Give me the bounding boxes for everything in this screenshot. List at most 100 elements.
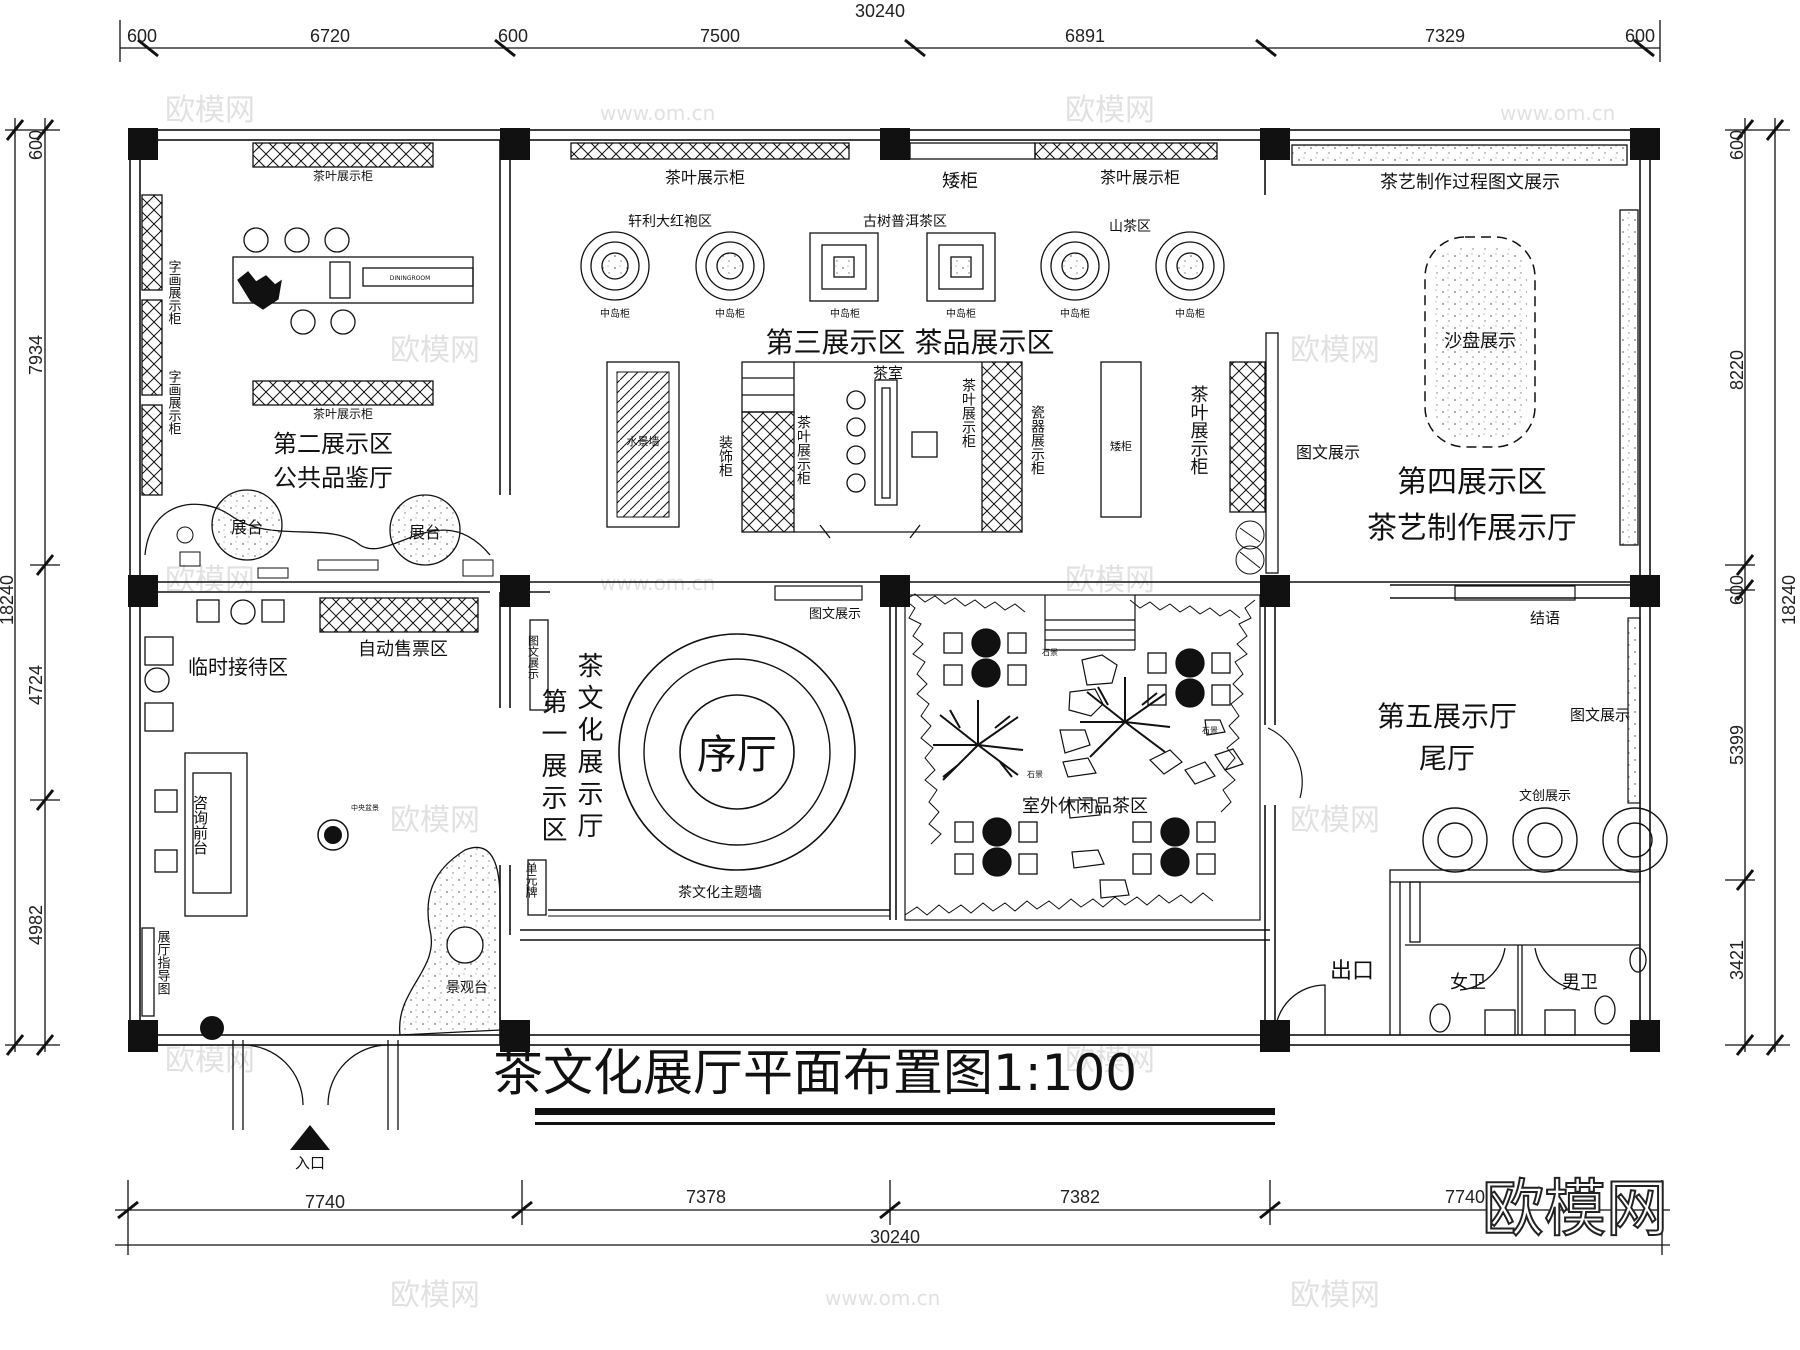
drawing-title-block: 茶文化展厅平面布置图1:100 bbox=[493, 1044, 1275, 1125]
sand-table bbox=[1433, 245, 1527, 439]
graphic-label: 图文展示 bbox=[1570, 706, 1630, 724]
hall4-subtitle: 茶艺制作展示厅 bbox=[1367, 511, 1577, 546]
garden-hedge bbox=[904, 593, 1256, 916]
porcelain-label: 瓷器展示柜 bbox=[1029, 405, 1045, 475]
trees bbox=[933, 677, 1171, 781]
hall4-title: 第四展示区 bbox=[1397, 465, 1547, 500]
dimension-bottom-labels: 7740 7378 7382 7740 30240 bbox=[305, 1187, 1485, 1247]
ticket-machines bbox=[319, 597, 479, 633]
stage-label: 展台 bbox=[231, 518, 263, 537]
unit-sign-label: 单元牌 bbox=[524, 862, 538, 898]
sand-table-label: 沙盘展示 bbox=[1444, 331, 1516, 352]
hall1-title: 茶文化展示厅 bbox=[573, 652, 603, 844]
watermark-text: 欧模网 bbox=[390, 333, 480, 368]
entrance-door bbox=[232, 1040, 399, 1130]
third-hall: 茶叶展示柜 矮柜 茶叶展示柜 轩利大红袍区 古树普洱茶区 山茶区 中岛柜 中岛柜… bbox=[570, 142, 1279, 575]
dim-top-seg: 600 bbox=[1625, 26, 1655, 46]
island-label: 中岛柜 bbox=[1060, 307, 1090, 320]
tea-cabinet-label: 茶叶展示柜 bbox=[1188, 385, 1209, 475]
zone-label: 古树普洱茶区 bbox=[863, 214, 947, 230]
rock-label: 石景 bbox=[1027, 770, 1043, 779]
title-underline bbox=[535, 1108, 1275, 1115]
hall5-subtitle: 尾厅 bbox=[1419, 742, 1475, 775]
conclusion-panel bbox=[1454, 585, 1576, 601]
low-cabinet bbox=[1100, 361, 1142, 518]
graphic-label: 图文展示 bbox=[527, 635, 540, 679]
zone-label: 轩利大红袍区 bbox=[628, 214, 712, 230]
dining-table bbox=[232, 227, 474, 335]
watermark-text: 欧模网 bbox=[165, 1043, 255, 1078]
restrooms bbox=[1389, 869, 1647, 1036]
guide-board bbox=[141, 927, 155, 1017]
reception-area: 自动售票区 临时接待区 图文展示 咨询前台 中央盆景 展厅指导图 景观台 单元牌… bbox=[141, 597, 549, 1172]
dim-top-seg: 600 bbox=[127, 26, 157, 46]
hall2-title: 第二展示区 bbox=[273, 430, 393, 458]
entrance-label: 入口 bbox=[295, 1154, 325, 1172]
tea-cabinet-label: 茶叶展示柜 bbox=[313, 406, 373, 421]
hall2-subtitle: 公共品鉴厅 bbox=[273, 464, 393, 492]
tea-display-cabinet bbox=[1229, 361, 1266, 513]
watermark-text: 欧模网 bbox=[165, 93, 255, 128]
dim-top-seg: 7329 bbox=[1425, 26, 1465, 46]
watermark-text: 欧模网 bbox=[1290, 1278, 1380, 1313]
water-label: 水景墙 bbox=[627, 434, 660, 448]
dining-label: DININGROOM bbox=[390, 275, 431, 282]
dim-right-seg: 600 bbox=[1727, 575, 1747, 605]
exit-label: 出口 bbox=[1330, 959, 1374, 984]
watermark-site: www.om.cn bbox=[600, 571, 715, 595]
tea-table-sets bbox=[943, 628, 1231, 877]
dim-bottom-seg: 7382 bbox=[1060, 1187, 1100, 1207]
dim-right-seg: 5399 bbox=[1727, 725, 1747, 765]
rock-label: 石景 bbox=[1042, 648, 1058, 657]
theme-wall-label: 茶文化主题墙 bbox=[678, 885, 762, 901]
island-label: 中岛柜 bbox=[715, 307, 745, 320]
watermark-text: 欧模网 bbox=[1290, 803, 1380, 838]
watermark-layer: 欧模网 www.om.cn 欧模网 www.om.cn 欧模网 欧模网 欧模网 … bbox=[165, 93, 1615, 1313]
foyer-ring-outer bbox=[618, 633, 856, 871]
watermark-text: 欧模网 bbox=[1065, 563, 1155, 598]
fourth-hall: 茶艺制作过程图文展示 沙盘展示 图文展示 第四展示区 茶艺制作展示厅 bbox=[1291, 144, 1639, 546]
guide-label: 展厅指导图 bbox=[155, 930, 171, 995]
display-stage bbox=[211, 489, 283, 561]
foyer-label: 序厅 bbox=[697, 732, 777, 778]
cultural-label: 文创展示 bbox=[1519, 789, 1571, 804]
dim-right-seg: 600 bbox=[1727, 130, 1747, 160]
info-desk bbox=[154, 752, 248, 917]
dimension-left bbox=[5, 118, 60, 1056]
dim-bottom-total: 30240 bbox=[870, 1227, 920, 1247]
graphic-label: 图文展示 bbox=[809, 607, 861, 622]
tea-cabinet-top bbox=[1034, 142, 1218, 160]
calligraphy-label: 字画展示柜 bbox=[166, 370, 182, 435]
tea-cabinet-top bbox=[252, 142, 434, 168]
dim-left-seg: 4724 bbox=[26, 665, 46, 705]
watermark-text: 欧模网 bbox=[390, 803, 480, 838]
plant bbox=[1235, 520, 1265, 575]
zone-label: 山茶区 bbox=[1109, 219, 1151, 235]
tea-cabinet-mid bbox=[252, 380, 434, 406]
watermark-text: 欧模网 bbox=[1290, 333, 1380, 368]
dimension-right bbox=[1725, 118, 1790, 1056]
dim-bottom-seg: 7740 bbox=[305, 1192, 345, 1212]
tea-cabinet-top bbox=[570, 142, 850, 160]
dim-top-seg: 6720 bbox=[310, 26, 350, 46]
garden-door bbox=[1267, 727, 1303, 799]
lounge-seats bbox=[144, 599, 285, 732]
outdoor-garden: 石景 石景 石景 室外休闲品茶区 bbox=[904, 593, 1303, 921]
dim-bottom-seg: 7740 bbox=[1445, 1187, 1485, 1207]
dim-bottom-seg: 7378 bbox=[686, 1187, 726, 1207]
dim-right-seg: 3421 bbox=[1727, 940, 1747, 980]
drawing-title: 茶文化展厅平面布置图1:100 bbox=[493, 1044, 1137, 1102]
dimension-top bbox=[119, 20, 1661, 62]
unit-sign bbox=[527, 859, 547, 916]
watermark-site: www.om.cn bbox=[1500, 101, 1615, 125]
cultural-displays bbox=[1422, 807, 1668, 873]
watermark-site: www.om.cn bbox=[600, 101, 715, 125]
steps bbox=[1044, 595, 1136, 651]
dim-left-seg: 4982 bbox=[26, 905, 46, 945]
dim-left-total: 18240 bbox=[0, 575, 17, 625]
reception-label: 临时接待区 bbox=[188, 655, 288, 679]
conclusion-label: 结语 bbox=[1530, 609, 1560, 627]
island-label: 中岛柜 bbox=[1175, 307, 1205, 320]
watermark-site: www.om.cn bbox=[825, 1286, 940, 1310]
